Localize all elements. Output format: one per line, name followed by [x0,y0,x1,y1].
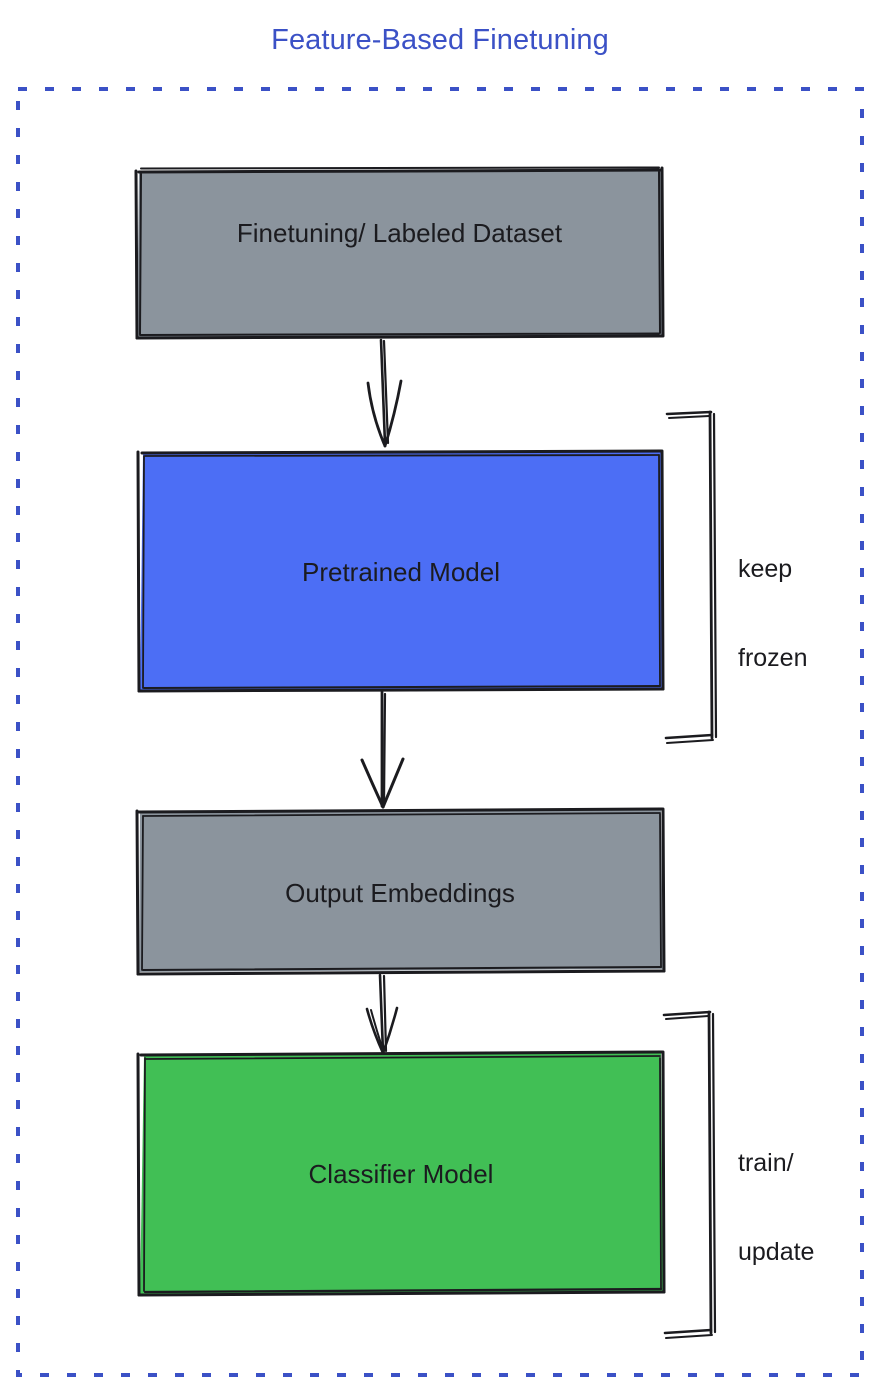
bracket-train-update [662,1010,717,1339]
arrow-embeddings-to-classifier [365,973,399,1055]
bracket-keep-frozen [664,410,718,744]
page-title: Feature-Based Finetuning [271,24,609,56]
dashed-border-frame [16,87,864,1377]
arrow-pretrained-to-embeddings [360,690,405,809]
arrow-dataset-to-pretrained [366,338,403,448]
node-pretrained-model[interactable] [136,449,665,693]
node-classifier-model[interactable] [136,1050,666,1297]
node-output-embeddings[interactable] [135,807,666,976]
node-dataset[interactable] [134,166,665,340]
